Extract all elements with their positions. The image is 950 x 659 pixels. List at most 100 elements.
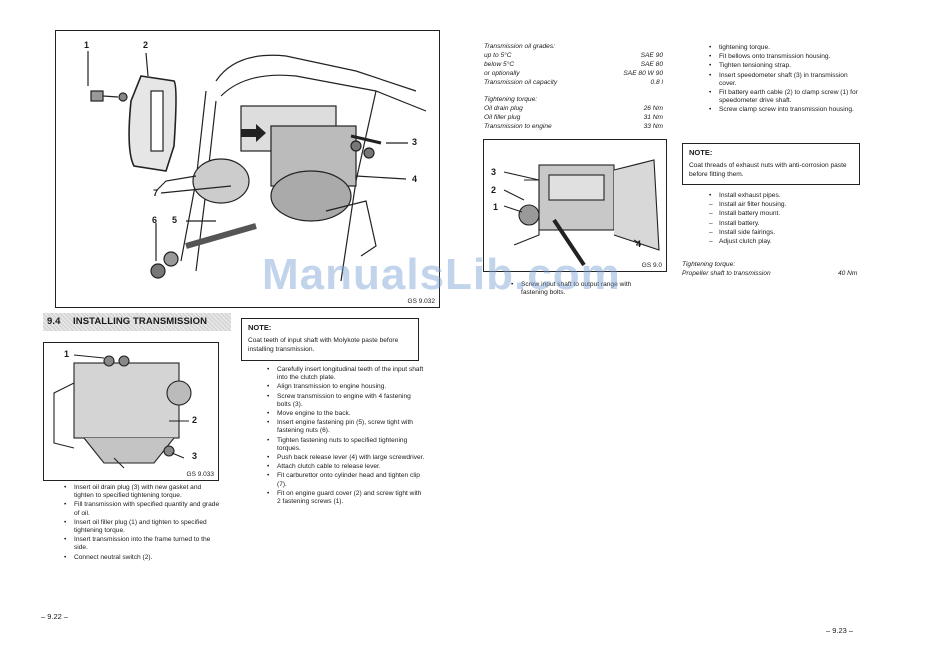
- note-molykote: NOTE: Coat teeth of input shaft with Mol…: [241, 318, 419, 361]
- list-item: –Install battery mount.: [707, 210, 862, 218]
- list-item: •Screw transmission to engine with 4 fas…: [265, 393, 425, 409]
- bullet-marker: •: [709, 62, 712, 70]
- list-item-text: Connect neutral switch (2).: [74, 553, 153, 561]
- spec-value: SAE 90: [640, 52, 663, 59]
- list-item-text: Fit carburettor onto cylinder head and t…: [277, 472, 420, 488]
- callout-1: 1: [493, 202, 499, 212]
- list-item: • Attach clutch cable to release lever.: [265, 463, 425, 471]
- bullet-marker: •: [64, 501, 67, 509]
- bullet-marker: •: [64, 484, 67, 491]
- list-item-text: Attach clutch cable to release lever.: [277, 463, 381, 471]
- list-item-text: Install side fairings.: [719, 228, 776, 236]
- engine-transmission-illustration: [87, 51, 427, 282]
- list-item: •Tighten tensioning strap.: [707, 62, 862, 70]
- callout-7: 7: [153, 188, 159, 198]
- figure-speedometer-shaft: 3 2 1 4 GS 9.0: [483, 139, 667, 272]
- specs-torque-title: Tightening torque:: [484, 96, 538, 103]
- spec-value: SAE 80: [640, 61, 663, 68]
- list-item: • Fill transmission with specified quanti…: [62, 501, 222, 517]
- bullet-marker: •: [64, 553, 67, 561]
- list-item: • tightening torque.: [707, 44, 862, 52]
- bullet-marker: •: [709, 71, 712, 79]
- bullet-marker: •: [267, 463, 270, 471]
- spec-value: SAE 80 W 90: [623, 70, 663, 77]
- bullet-marker: –: [709, 228, 713, 236]
- spec-value: 31 Nm: [643, 114, 663, 121]
- watermark: ManualsLib.com: [262, 250, 621, 299]
- spec-label: Oil filler plug: [484, 114, 521, 121]
- list-item-text: Install air filter housing.: [719, 201, 787, 209]
- note-title: NOTE:: [248, 323, 272, 332]
- note-title: NOTE:: [689, 148, 713, 157]
- figure-label: GS 9.0: [641, 262, 662, 269]
- bullet-marker: •: [64, 536, 67, 544]
- list-item-text: Align transmission to engine housing.: [277, 383, 387, 391]
- list-item: • Connect neutral switch (2).: [62, 554, 222, 562]
- list-item-text: Push back release lever (4) with large s…: [277, 454, 425, 462]
- list-item: • Fit battery earth cable (2) to clamp sc…: [707, 89, 862, 105]
- list-item: • Insert transmission into the frame turn…: [62, 536, 222, 552]
- list-item-text: Screw clamp screw into transmission hous…: [719, 106, 854, 114]
- page-number-left: – 9.22 –: [41, 612, 69, 621]
- bullet-marker: –: [709, 201, 713, 209]
- bullet-marker: –: [709, 238, 713, 246]
- list-item: • Carefully insert longitudinal teeth of …: [265, 366, 425, 382]
- callout-4: 4: [636, 239, 642, 249]
- list-item: •Fit on engine guard cover (2) and screw…: [265, 490, 425, 506]
- section-number: 9.4: [47, 316, 61, 327]
- list-item-text: Insert oil drain plug (3) with new gaske…: [74, 484, 202, 500]
- list-item: •Screw input shaft to output range with …: [511, 281, 632, 297]
- callout-2: 2: [192, 415, 198, 425]
- list-item: –Install air filter housing.: [707, 201, 862, 209]
- spec-label: Oil drain plug: [484, 105, 523, 112]
- list-item-text: Insert transmission into the frame turne…: [74, 536, 211, 552]
- list-item: –Install battery.: [707, 220, 862, 228]
- list-item-text: Install battery mount.: [719, 210, 781, 218]
- figure-label: GS 9.033: [186, 471, 214, 478]
- list-item: –Adjust clutch play.: [707, 238, 862, 246]
- list-item: •Insert speedometer shaft (3) in transmi…: [707, 72, 862, 88]
- section-heading: 9.4 INSTALLING TRANSMISSION: [43, 313, 231, 331]
- list-item-text: Install battery.: [719, 219, 760, 227]
- bullet-marker: •: [64, 518, 67, 526]
- list-item-text: Screw transmission to engine with 4 fast…: [277, 392, 411, 408]
- spec-value: 33 Nm: [643, 123, 663, 130]
- bullet-marker: •: [267, 366, 270, 373]
- callout-2: 2: [491, 185, 497, 195]
- list-item-text: Fill transmission with specified quantit…: [74, 501, 220, 517]
- list-item: • Align transmission to engine housing.: [265, 383, 425, 391]
- bullet-marker: •: [709, 44, 712, 51]
- list-item-text: tightening torque.: [719, 44, 770, 51]
- callout-5: 5: [172, 215, 178, 225]
- callout-1: 1: [64, 349, 70, 359]
- list-item: •Fit bellows onto transmission housing.: [707, 53, 862, 61]
- torque2-title: Tightening torque:: [682, 261, 736, 268]
- bullet-marker: •: [267, 472, 270, 480]
- list-item-text: Install exhaust pipes.: [719, 192, 781, 199]
- bullet-marker: •: [267, 454, 270, 462]
- list-item-text: Carefully insert longitudinal teeth of t…: [277, 366, 424, 382]
- spec-label: up to 5°C: [484, 52, 512, 59]
- page-number-right: – 9.23 –: [826, 626, 854, 635]
- middle-instructions: • Carefully insert longitudinal teeth of …: [265, 366, 425, 507]
- list-item-text: Fit bellows onto transmission housing.: [719, 53, 831, 61]
- spec-value: 0.8 l: [650, 79, 663, 86]
- figure-engine-transmission: 1 2 3 4 5 6 7 GS 9.032: [55, 30, 440, 308]
- torque2-value: 40 Nm: [838, 270, 858, 277]
- mid-caption-list: •Screw input shaft to output range with …: [509, 281, 659, 298]
- list-item: • Push back release lever (4) with large …: [265, 454, 425, 462]
- note-body: Coat threads of exhaust nuts with anti-c…: [689, 162, 847, 178]
- callout-3: 3: [412, 137, 418, 147]
- bullet-marker: •: [267, 383, 270, 391]
- callout-3: 3: [192, 451, 198, 461]
- spec-label: below 5°C: [484, 61, 515, 68]
- bullet-marker: •: [267, 419, 270, 427]
- list-item-text: Insert oil filler plug (1) and tighten t…: [74, 518, 207, 535]
- list-item-text: Tighten fastening nuts to specified tigh…: [277, 436, 408, 452]
- bullet-marker: •: [709, 89, 712, 97]
- note-body: Coat teeth of input shaft with Molykote …: [248, 337, 399, 353]
- bullet-marker: •: [709, 192, 712, 199]
- list-item-text: Fit battery earth cable (2) to clamp scr…: [719, 89, 858, 105]
- spec-label: Transmission oil capacity: [484, 79, 558, 86]
- specs-grades-title: Transmission oil grades:: [484, 43, 555, 50]
